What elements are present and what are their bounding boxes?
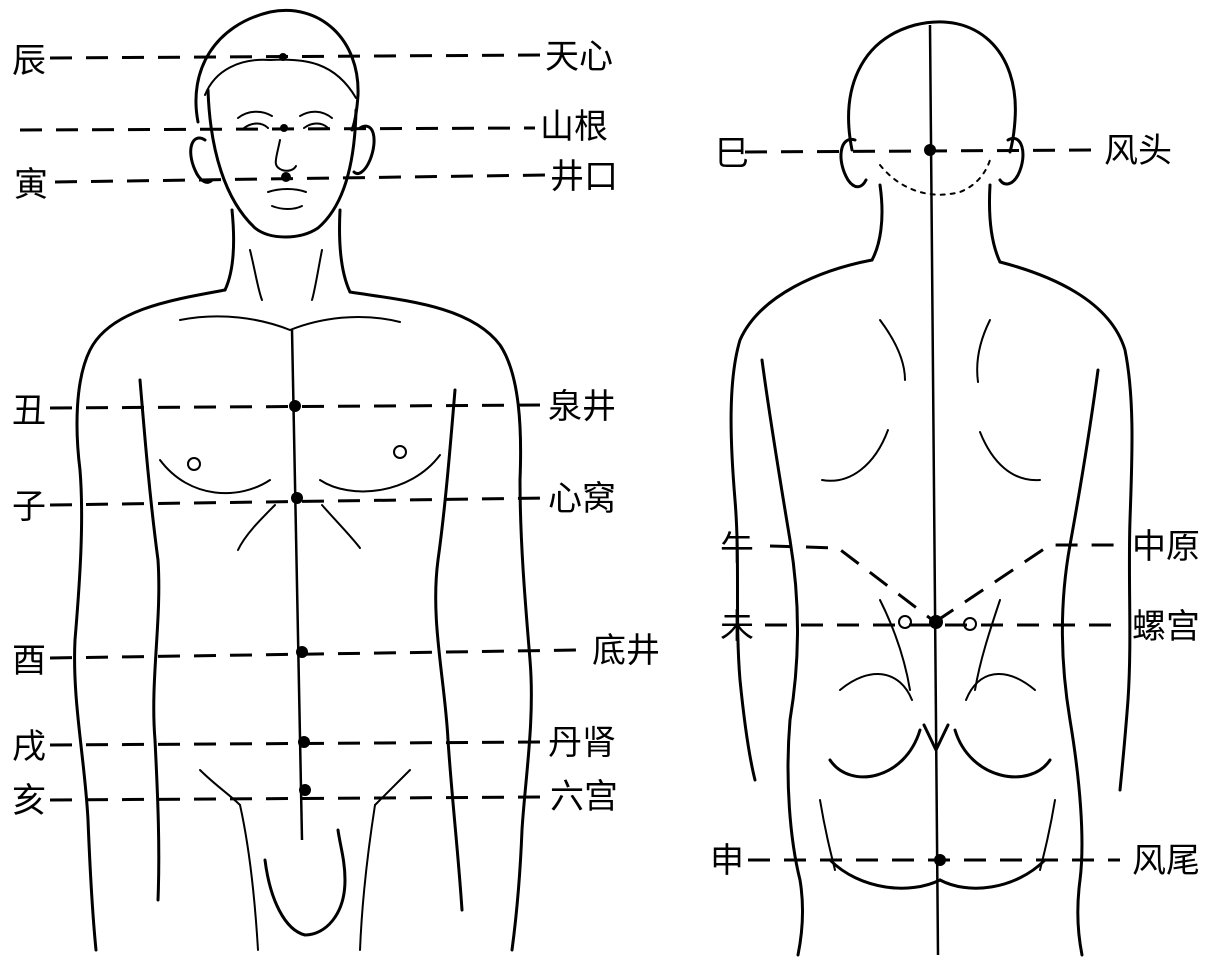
- back-right-scapula: [977, 320, 990, 382]
- label-shen: 申: [710, 841, 744, 881]
- label-fengwei: 风尾: [1132, 841, 1200, 881]
- back-left-torso: [762, 360, 803, 955]
- front-right-brow: [300, 112, 332, 118]
- front-left-ear: [191, 138, 212, 182]
- back-line-si-fengtou: [745, 150, 1100, 152]
- front-line-hai-liugong: [50, 797, 545, 800]
- back-right-lat: [980, 432, 1040, 480]
- label-you: 酉: [12, 641, 46, 681]
- back-neck-right: [989, 185, 1000, 262]
- front-left-inner-arm: [140, 380, 159, 900]
- front-right-ear: [354, 126, 374, 173]
- front-left-shoulder: [75, 290, 225, 950]
- label-jingkou: 井口: [550, 157, 618, 197]
- front-line-xu-danshen: [50, 742, 545, 745]
- label-yin: 寅: [14, 165, 48, 205]
- label-chou: 丑: [12, 391, 46, 431]
- front-genital: [265, 830, 345, 935]
- front-neck-left: [225, 210, 234, 290]
- front-face: [208, 90, 356, 237]
- label-zi: 子: [12, 487, 46, 527]
- label-shangen: 山根: [540, 107, 608, 147]
- label-danshen: 丹肾: [548, 723, 616, 763]
- front-left-eye: [244, 124, 268, 129]
- label-wei: 未: [720, 607, 754, 647]
- label-liugong: 六宫: [550, 777, 618, 817]
- back-line-zhongyuan: [935, 545, 1120, 622]
- back-spine-line: [930, 25, 938, 955]
- back-figure: [731, 22, 1132, 955]
- front-leg-right: [360, 805, 375, 950]
- point-xinwo: [291, 492, 303, 504]
- front-right-nipple: [394, 446, 406, 458]
- front-hairline: [205, 60, 356, 98]
- label-hai: 亥: [12, 781, 46, 821]
- point-zhongyuan-luogong: [929, 615, 943, 629]
- label-xu: 戌: [12, 727, 46, 767]
- label-quanjing: 泉井: [548, 387, 616, 427]
- back-right-labels: 风头 中原 螺宫 风尾: [1104, 131, 1200, 881]
- front-right-inner-arm: [436, 390, 462, 910]
- point-shangen: [280, 124, 288, 132]
- back-left-scapula: [880, 320, 905, 380]
- front-neck-line-right: [312, 250, 322, 300]
- front-left-brow: [238, 112, 272, 118]
- label-luogong: 螺宫: [1132, 607, 1200, 647]
- front-line-yin-jingkou: [55, 175, 545, 182]
- back-left-hip-curve: [840, 674, 912, 700]
- front-leg-left: [240, 805, 258, 950]
- front-chin: [272, 206, 302, 209]
- back-neck-left: [872, 185, 882, 260]
- label-wu: 午: [720, 529, 754, 569]
- front-figure: [75, 10, 532, 950]
- label-chen: 辰: [12, 41, 46, 81]
- front-line-chen-tianxin: [50, 55, 540, 58]
- front-line-shangen: [20, 128, 535, 130]
- back-left-shoulder: [731, 260, 872, 780]
- front-neck-line-left: [250, 250, 262, 300]
- back-left-labels: 巳 午 未 申: [710, 134, 754, 881]
- front-right-labels: 天心 山根 井口 泉井 心窝 底井 丹肾 六宫: [540, 37, 660, 817]
- back-right-shoulder: [1000, 262, 1132, 790]
- back-hair-nape: [880, 160, 990, 195]
- front-neck-right: [339, 210, 350, 292]
- point-tianxin: [279, 53, 287, 61]
- front-ribs-left: [238, 505, 275, 550]
- point-jingkou: [281, 172, 291, 182]
- front-nose: [276, 140, 296, 171]
- front-line-you-dijing: [50, 650, 580, 658]
- back-left-lumbar: [880, 600, 910, 690]
- point-quanjing: [289, 400, 301, 412]
- front-right-pec: [320, 455, 440, 491]
- back-right-buttock: [940, 730, 1050, 888]
- front-ribs-right: [322, 505, 360, 548]
- point-liugong: [299, 784, 311, 796]
- label-xinwo: 心窝: [548, 479, 616, 519]
- front-right-groin: [375, 770, 410, 805]
- label-tianxin: 天心: [545, 37, 613, 77]
- front-left-nipple: [188, 458, 200, 470]
- front-right-shoulder: [350, 292, 531, 950]
- point-fengwei: [934, 854, 946, 866]
- front-mouth: [268, 189, 306, 192]
- point-dijing: [296, 646, 308, 658]
- back-left-lat: [822, 430, 888, 481]
- label-dijing: 底井: [592, 631, 660, 671]
- back-left-buttock: [830, 730, 940, 888]
- front-head-outline: [196, 10, 358, 130]
- back-left-ear: [841, 139, 866, 186]
- front-left-pec: [160, 460, 270, 493]
- back-right-torso: [1063, 370, 1099, 955]
- point-danshen: [298, 736, 310, 748]
- label-fengtou: 风头: [1104, 131, 1172, 171]
- front-left-labels: 辰 寅 丑 子 酉 戌 亥: [12, 41, 48, 821]
- front-chest-top: [180, 316, 400, 330]
- label-zhongyuan: 中原: [1132, 527, 1200, 567]
- point-fengtou: [924, 144, 936, 156]
- label-si: 巳: [715, 134, 749, 174]
